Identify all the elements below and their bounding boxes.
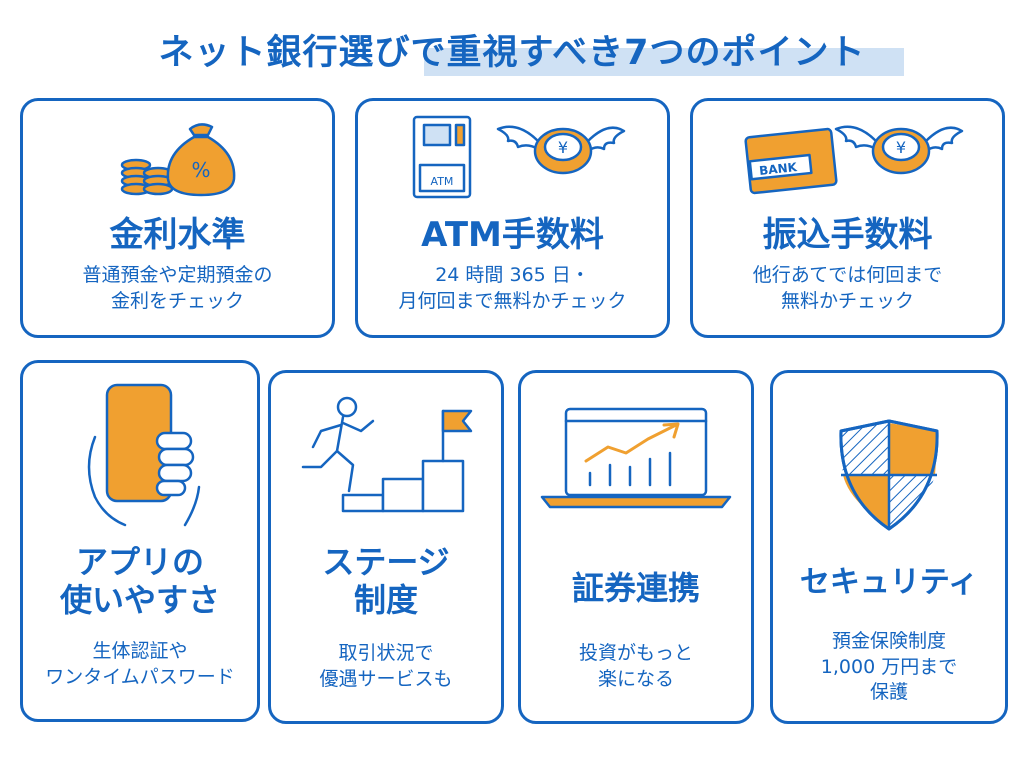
heading-line: ステージ xyxy=(322,543,450,581)
svg-text:¥: ¥ xyxy=(557,138,567,157)
desc-line: ワンタイムパスワード xyxy=(45,665,235,688)
card-description: 24 時間 365 日・ 月何回まで無料かチェック xyxy=(358,263,667,314)
card-heading: アプリの 使いやすさ xyxy=(23,543,257,620)
desc-line: 月何回まで無料かチェック xyxy=(398,289,627,312)
heading-line: アプリの xyxy=(75,543,204,581)
card-description: 普通預金や定期預金の 金利をチェック xyxy=(23,263,332,314)
desc-line: 預金保険制度 xyxy=(831,630,946,652)
card-heading: 証券連携 xyxy=(521,569,751,607)
heading-line: 金利水準 xyxy=(109,215,246,255)
desc-line: 1,000 万円まで xyxy=(820,655,958,678)
card-description: 生体認証や ワンタイムパスワード xyxy=(23,639,257,690)
heading-line: セキュリティ xyxy=(799,565,979,600)
heading-line: 使いやすさ xyxy=(59,581,220,620)
card-description: 投資がもっと 楽になる xyxy=(521,641,751,692)
heading-line: 証券連携 xyxy=(571,569,700,607)
security-shield-icon xyxy=(773,415,1005,535)
desc-line: 保護 xyxy=(869,681,908,704)
heading-line: 振込手数料 xyxy=(762,215,933,255)
stairs-runner-flag-icon xyxy=(271,391,501,515)
desc-line: 24 時間 365 日・ xyxy=(435,264,590,286)
laptop-chart-icon xyxy=(521,401,751,511)
card-heading: セキュリティ xyxy=(773,565,1005,601)
title-area: ネット銀行選びで重視すべき7つのポイント xyxy=(0,14,1024,76)
card-heading: ステージ 制度 xyxy=(271,543,501,620)
card-atm-fee: ATM ¥ ATM手数料 24 時間 365 日・ 月何回まで無料かチェック xyxy=(355,98,670,338)
bank-label: BANK xyxy=(758,160,798,178)
smartphone-hand-icon xyxy=(23,377,257,527)
desc-line: 他行あてでは何回まで xyxy=(752,264,943,286)
desc-line: 普通預金や定期預金の xyxy=(82,264,273,286)
desc-line: 取引状況で xyxy=(338,642,434,664)
card-interest-rate: % 金利水準 普通預金や定期預金の 金利をチェック xyxy=(20,98,335,338)
card-stage-system: ステージ 制度 取引状況で 優遇サービスも xyxy=(268,370,504,724)
page-title: ネット銀行選びで重視すべき7つのポイント xyxy=(158,33,866,73)
desc-line: 投資がもっと xyxy=(578,642,693,664)
title-highlight xyxy=(424,48,904,76)
card-heading: 振込手数料 xyxy=(693,215,1002,256)
atm-label: ATM xyxy=(430,175,453,188)
desc-line: 楽になる xyxy=(597,667,674,690)
desc-line: 優遇サービスも xyxy=(319,667,453,690)
card-description: 預金保険制度 1,000 万円まで 保護 xyxy=(773,629,1005,706)
heading-line: 制度 xyxy=(353,581,418,620)
money-bag-coins-icon: % xyxy=(23,115,332,201)
card-heading: 金利水準 xyxy=(23,215,332,256)
heading-line: ATM手数料 xyxy=(421,215,604,255)
card-description: 取引状況で 優遇サービスも xyxy=(271,641,501,692)
card-transfer-fee: BANK ¥ 振込手数料 他行あてでは何回まで 無料かチェック xyxy=(690,98,1005,338)
card-heading: ATM手数料 xyxy=(358,215,667,256)
atm-flying-yen-icon: ATM ¥ xyxy=(358,111,667,201)
desc-line: 金利をチェック xyxy=(110,289,244,312)
card-app-usability: アプリの 使いやすさ 生体認証や ワンタイムパスワード xyxy=(20,360,260,722)
bank-card-flying-yen-icon: BANK ¥ xyxy=(693,111,1002,201)
card-security: セキュリティ 預金保険制度 1,000 万円まで 保護 xyxy=(770,370,1008,724)
card-description: 他行あてでは何回まで 無料かチェック xyxy=(693,263,1002,314)
desc-line: 無料かチェック xyxy=(780,289,914,312)
percent-sign: % xyxy=(191,158,210,182)
desc-line: 生体認証や xyxy=(92,640,188,662)
svg-text:¥: ¥ xyxy=(895,138,905,157)
card-securities-link: 証券連携 投資がもっと 楽になる xyxy=(518,370,754,724)
